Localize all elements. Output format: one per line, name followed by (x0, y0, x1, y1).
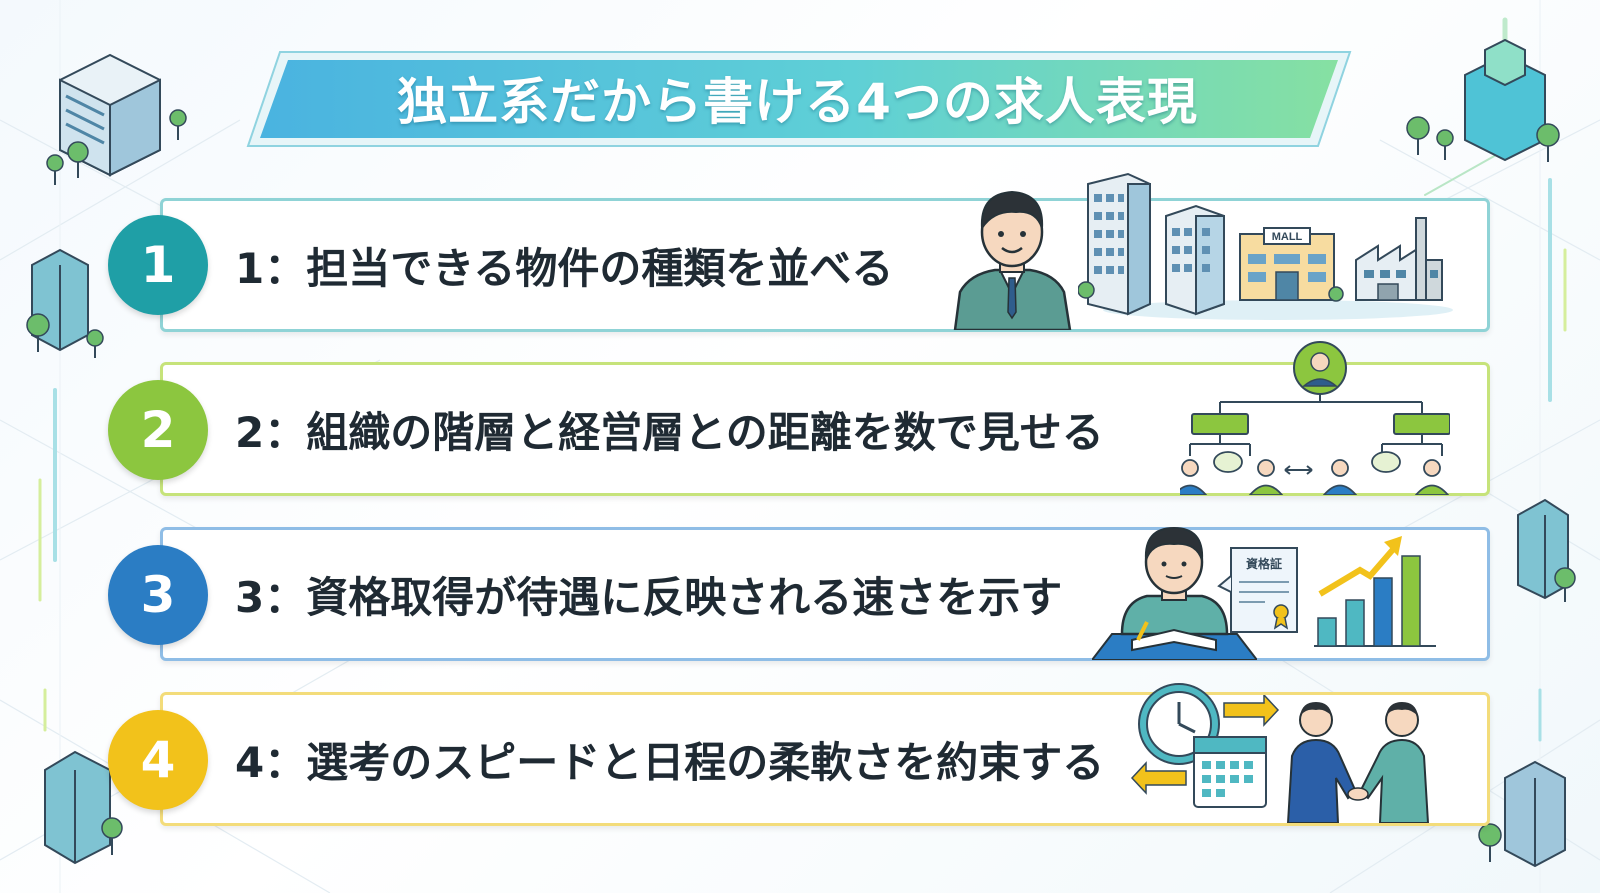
number-badge-2: 2 (108, 380, 208, 480)
mall-icon: MALL (1239, 227, 1344, 302)
page-title: 独立系だから書ける4つの求人表現 (397, 73, 1198, 131)
handshake-icon (1286, 702, 1430, 823)
certificate-icon: 資格証 (1217, 547, 1298, 633)
factory-icon (1355, 217, 1443, 301)
studying-person-icon (1092, 526, 1257, 660)
item-label-4: 4：選考のスピードと日程の柔軟さを約束する (235, 737, 1105, 787)
org-chart-icon (1180, 341, 1450, 495)
badge-number-4: 4 (140, 731, 176, 789)
item-label-1: 1：担当できる物件の種類を並べる (235, 243, 894, 293)
number-badge-3: 3 (108, 545, 208, 645)
number-badge-1: 1 (108, 215, 208, 315)
building-icon-topleft (46, 53, 187, 185)
badge-number-3: 3 (140, 566, 176, 624)
title-banner: 独立系だから書ける4つの求人表現 (240, 48, 1355, 148)
certificate-label: 資格証 (1246, 556, 1282, 571)
bar-chart-icon (1314, 536, 1436, 647)
mall-sign: MALL (1272, 231, 1303, 243)
badge-number-1: 1 (140, 236, 176, 294)
badge-number-2: 2 (140, 401, 176, 459)
businessman-icon (953, 190, 1072, 330)
item-label-2: 2：組織の階層と経営層との距離を数で見せる (235, 407, 1104, 457)
calendar-icon (1130, 695, 1280, 808)
item-label-3: 3：資格取得が待遇に反映される速さを示す (235, 572, 1063, 622)
number-badge-4: 4 (108, 710, 208, 810)
building-icon: MALL (1078, 172, 1453, 320)
